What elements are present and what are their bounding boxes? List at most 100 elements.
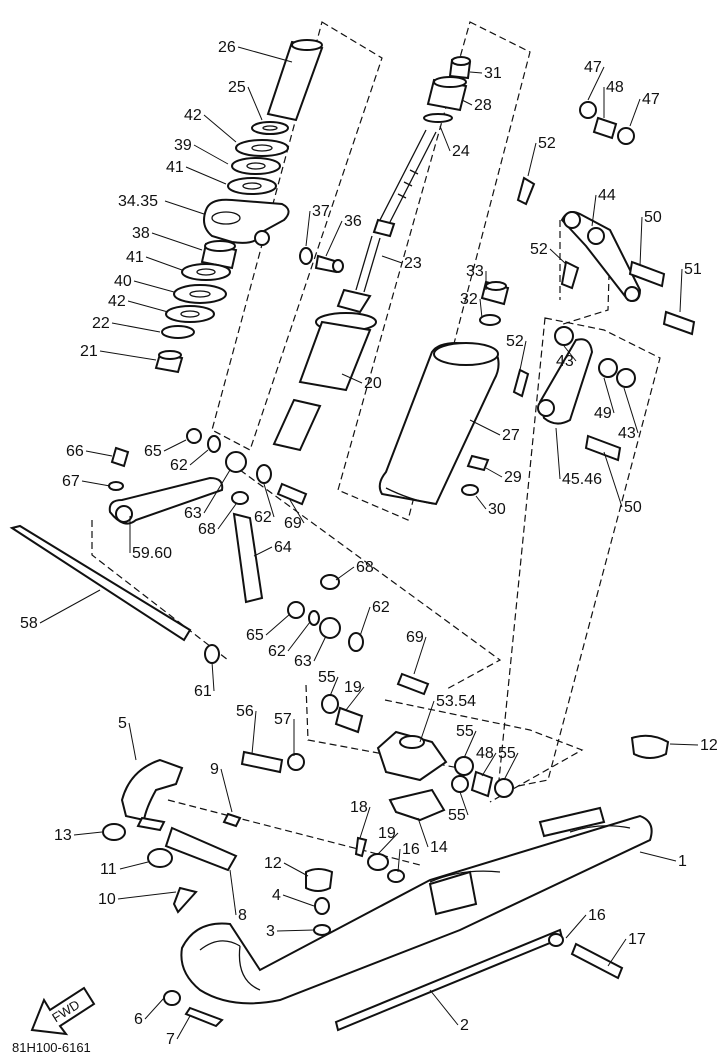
callout-number: 55 <box>448 807 466 824</box>
callout-number: 7 <box>166 1031 175 1048</box>
leader-line <box>563 345 577 362</box>
leader-line <box>99 350 157 361</box>
callout-number: 16 <box>402 841 420 858</box>
callout-number: 62 <box>268 643 286 660</box>
callout-number: 37 <box>312 203 330 220</box>
callout-number: 43 <box>618 425 636 442</box>
callout-number: 43 <box>556 353 574 370</box>
callout-number: 62 <box>372 599 390 616</box>
leader-line <box>203 469 231 514</box>
leader-line <box>335 566 355 581</box>
leader-line <box>133 280 175 293</box>
ski-saddle-part <box>388 788 446 822</box>
callout-number: 42 <box>184 107 202 124</box>
callout-number: 9 <box>210 761 219 778</box>
leader-line <box>282 894 315 907</box>
leader-line <box>119 861 149 870</box>
leader-line <box>251 710 257 755</box>
callout-number: 56 <box>236 703 254 720</box>
callout-number: 47 <box>642 91 660 108</box>
leader-line <box>276 929 315 932</box>
callout-number: 65 <box>246 627 264 644</box>
leader-line <box>587 66 605 101</box>
leader-line <box>111 322 161 333</box>
callout-number: 50 <box>624 499 642 516</box>
leader-line <box>591 194 597 227</box>
callout-number: 12 <box>264 855 282 872</box>
callout-number: 52 <box>506 333 524 350</box>
leader-line <box>145 256 183 271</box>
callout-number: 19 <box>378 825 396 842</box>
leader-line <box>679 268 683 313</box>
leader-line <box>603 451 623 508</box>
callout-number: 63 <box>294 653 312 670</box>
callout-number: 18 <box>350 799 368 816</box>
callout-number: 5 <box>118 715 127 732</box>
leader-line <box>429 989 459 1026</box>
callout-number: 28 <box>474 97 492 114</box>
leader-line <box>185 166 227 185</box>
callout-number: 30 <box>488 501 506 518</box>
callout-number: 39 <box>174 137 192 154</box>
callout-number: 4 <box>272 887 281 904</box>
leader-line <box>176 1015 191 1040</box>
callout-number: 62 <box>170 457 188 474</box>
leader-line <box>485 467 503 478</box>
mid-linkage-group <box>9 428 430 696</box>
callout-number: 48 <box>476 745 494 762</box>
leader-line <box>81 480 111 487</box>
leader-line <box>144 997 165 1020</box>
tie-rod-part <box>9 524 192 642</box>
leader-line <box>253 546 273 557</box>
callout-number: 44 <box>598 187 616 204</box>
callout-number: 61 <box>194 683 212 700</box>
leader-line <box>639 216 643 267</box>
callout-number: 27 <box>502 427 520 444</box>
leader-line <box>189 449 209 466</box>
callout-number: 41 <box>126 249 144 266</box>
callout-number: 23 <box>404 255 422 272</box>
leader-line <box>607 938 627 967</box>
leader-line <box>377 832 399 855</box>
leader-line <box>603 377 615 414</box>
callout-labels: 262542394134.353841404222213736312824232… <box>20 39 718 1048</box>
leader-line <box>117 891 177 900</box>
leader-line <box>341 373 363 384</box>
leader-line <box>345 686 365 711</box>
leader-line <box>263 483 275 518</box>
leader-line <box>85 450 113 457</box>
ski-mount-group <box>240 694 514 798</box>
callout-number: 33 <box>466 263 484 280</box>
callout-number: 48 <box>606 79 624 96</box>
leader-line <box>397 848 401 873</box>
callout-number: 36 <box>344 213 362 230</box>
spindle-housing-part <box>203 198 290 244</box>
leader-line <box>237 46 293 63</box>
leader-line <box>555 427 561 480</box>
spring-housing-part <box>378 342 500 506</box>
leader-line <box>325 220 343 257</box>
callout-number: 40 <box>114 273 132 290</box>
leader-line <box>203 114 237 143</box>
leader-line <box>305 210 311 247</box>
leader-lines <box>39 46 699 1040</box>
callout-number: 69 <box>284 515 302 532</box>
callout-number: 8 <box>238 907 247 924</box>
leader-line <box>359 806 371 839</box>
callout-number: 20 <box>364 375 382 392</box>
leader-line <box>503 752 519 781</box>
leader-line <box>220 768 233 813</box>
leader-line <box>419 700 435 743</box>
leader-line <box>283 862 309 877</box>
callout-number: 34.35 <box>118 193 158 210</box>
callout-number: 22 <box>92 315 110 332</box>
leader-line <box>519 340 527 371</box>
callout-number: 2 <box>460 1017 469 1034</box>
callout-number: 50 <box>644 209 662 226</box>
leader-line <box>39 589 101 624</box>
leader-line <box>565 914 587 939</box>
leader-line <box>461 99 473 106</box>
callout-number: 26 <box>218 39 236 56</box>
leader-line <box>481 752 497 777</box>
ski-body-part <box>180 814 653 1005</box>
